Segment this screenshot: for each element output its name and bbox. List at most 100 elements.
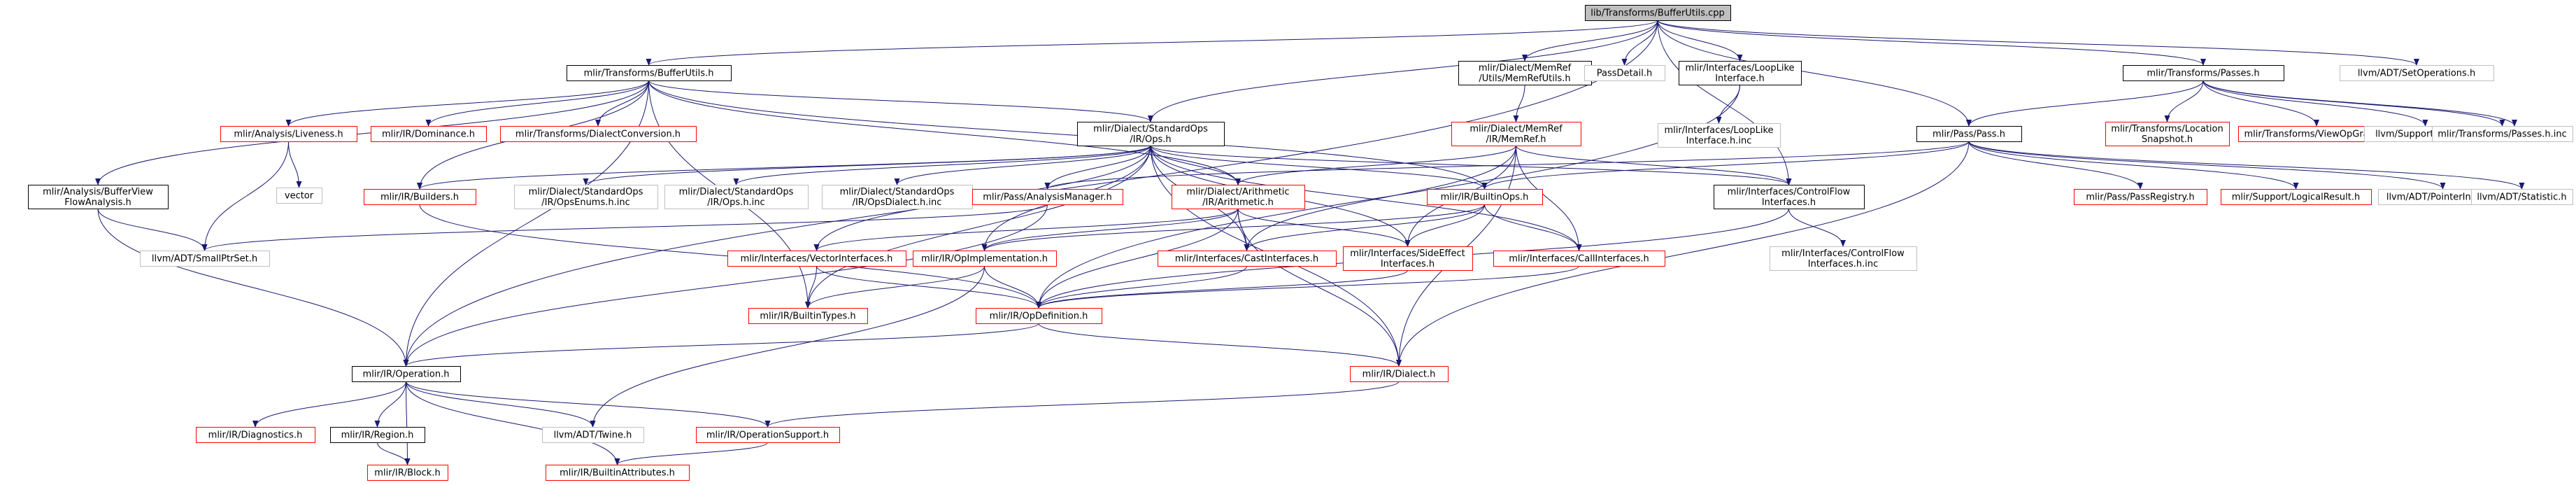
edge-pass-h-to-logicalresult-h (1968, 141, 2299, 190)
edge-memref-h-to-arithmetic-h (1235, 145, 1516, 185)
node-bufferutils-h[interactable]: mlir/Transforms/BufferUtils.h (567, 65, 732, 81)
node-builtinops-h[interactable]: mlir/IR/BuiltinOps.h (1427, 189, 1543, 205)
node-label: mlir/IR/Dominance.h (382, 129, 475, 140)
edge-operationsupport-h-to-builtinattributes-h (614, 442, 768, 465)
node-block-h[interactable]: mlir/IR/Block.h (367, 465, 448, 481)
node-label: PassDetail.h (1597, 69, 1652, 79)
node-castinterfaces-h[interactable]: mlir/Interfaces/CastInterfaces.h (1158, 251, 1337, 267)
node-box (1077, 122, 1225, 146)
node-label: FlowAnalysis.h (64, 197, 131, 208)
nodes-layer: lib/Transforms/BufferUtils.cpp mlir/Trans… (28, 5, 2573, 481)
edge-analysismanager-h-to-smallptrset-h (201, 204, 1048, 251)
node-passregistry-h[interactable]: mlir/Pass/PassRegistry.h (2074, 189, 2207, 205)
edge-passes-h-to-pass-h (1966, 80, 2204, 127)
node-label: mlir/IR/BuiltinOps.h (1441, 192, 1529, 203)
node-opimplementation-h[interactable]: mlir/IR/OpImplementation.h (913, 251, 1057, 267)
edge-standardops-ops-h-to-builtintypes-h (805, 145, 1151, 309)
node-box (1427, 189, 1543, 205)
edge-root-to-looplike-h (1657, 20, 1743, 62)
node-arithmetic-h[interactable]: mlir/Dialect/Arithmetic/IR/Arithmetic.h (1172, 185, 1305, 209)
node-memref-h[interactable]: mlir/Dialect/MemRef/IR/MemRef.h (1451, 122, 1581, 146)
node-label: mlir/Analysis/BufferView (43, 187, 153, 197)
node-label: mlir/Transforms/DialectConversion.h (515, 129, 681, 140)
node-box (542, 427, 644, 443)
edge-root-to-passdetail-h (1621, 20, 1658, 66)
edge-liveness-h-to-smallptrset-h (201, 141, 289, 251)
edge-builtinops-h-to-castinterfaces-h (1244, 204, 1485, 251)
node-opdefinition-h[interactable]: mlir/IR/OpDefinition.h (976, 308, 1102, 324)
node-box (1458, 61, 1592, 85)
node-analysismanager-h[interactable]: mlir/Pass/AnalysisManager.h (972, 189, 1123, 205)
edge-passes-h-to-viewopgraph-h (2203, 80, 2319, 127)
node-pass-h[interactable]: mlir/Pass/Pass.h (1916, 126, 2022, 142)
node-box (913, 251, 1057, 267)
edge-opdefinition-h-to-operation-h (403, 323, 1039, 367)
node-builtintypes-h[interactable]: mlir/IR/BuiltinTypes.h (748, 308, 868, 324)
edge-root-to-setoperations-h (1657, 20, 2419, 66)
node-box (1493, 251, 1665, 267)
node-diagnostics-h[interactable]: mlir/IR/Diagnostics.h (196, 427, 315, 443)
node-label: mlir/Interfaces/SideEffect (1350, 248, 1465, 259)
node-dominance-h[interactable]: mlir/IR/Dominance.h (371, 126, 487, 142)
node-standardops-ops-h[interactable]: mlir/Dialect/StandardOps/IR/Ops.h (1077, 122, 1225, 146)
edge-root-to-controlflow-h (1657, 20, 1792, 185)
node-viewopgraph-h[interactable]: mlir/Transforms/ViewOpGraph.h (2238, 126, 2396, 142)
node-operation-h[interactable]: mlir/IR/Operation.h (352, 366, 461, 382)
node-label: mlir/Transforms/ViewOpGraph.h (2244, 129, 2389, 140)
node-passes-h[interactable]: mlir/Transforms/Passes.h (2123, 65, 2284, 81)
edge-standardops-ops-h-to-opsenums-inc (583, 145, 1151, 185)
edge-bufferutils-h-to-standardops-ops-h (648, 80, 1153, 122)
node-label: mlir/Transforms/Location (2111, 124, 2223, 134)
node-region-h[interactable]: mlir/IR/Region.h (330, 427, 425, 443)
edge-opdefinition-h-to-dialect-h (1038, 323, 1402, 367)
node-box (2105, 122, 2230, 146)
node-box (2123, 65, 2284, 81)
node-box (976, 308, 1102, 324)
edge-looplike-h-to-looplike-inc (1716, 84, 1740, 124)
node-dialect-h[interactable]: mlir/IR/Dialect.h (1350, 366, 1449, 382)
edge-liveness-h-to-vector (288, 141, 302, 188)
node-builders-h[interactable]: mlir/IR/Builders.h (364, 189, 476, 205)
node-memrefutils-h[interactable]: mlir/Dialect/MemRef/Utils/MemRefUtils.h (1458, 61, 1592, 85)
node-label: mlir/IR/Builders.h (380, 192, 459, 203)
node-box (352, 366, 461, 382)
node-label: llvm/ADT/Twine.h (554, 430, 632, 441)
node-dialectconversion-h[interactable]: mlir/Transforms/DialectConversion.h (500, 126, 697, 142)
node-label: vector (285, 191, 314, 202)
node-label: mlir/Transforms/Passes.h (2147, 69, 2259, 79)
node-box (1172, 185, 1305, 209)
node-root[interactable]: lib/Transforms/BufferUtils.cpp (1585, 5, 1731, 21)
node-callinterfaces-h[interactable]: mlir/Interfaces/CallInterfaces.h (1493, 251, 1665, 267)
node-operationsupport-h[interactable]: mlir/IR/OperationSupport.h (696, 427, 840, 443)
edge-bufferutils-h-to-builtinops-h (648, 80, 1488, 190)
edge-root-to-bufferutils-h (646, 20, 1658, 66)
node-liveness-h[interactable]: mlir/Analysis/Liveness.h (220, 126, 357, 142)
node-label: mlir/Interfaces/LoopLike (1664, 125, 1773, 136)
node-vectorinterfaces-h[interactable]: mlir/Interfaces/VectorInterfaces.h (727, 251, 906, 267)
node-box (1585, 5, 1731, 21)
node-builtinattributes-h[interactable]: mlir/IR/BuiltinAttributes.h (546, 465, 690, 481)
edge-passes-h-to-location-snapshot-h (2164, 80, 2204, 122)
edge-standardops-ops-h-to-analysismanager-h (1044, 145, 1151, 190)
node-label: Interfaces.h (1762, 197, 1816, 208)
node-box (1343, 246, 1473, 271)
node-box (664, 185, 809, 209)
node-box (1158, 251, 1337, 267)
edge-castinterfaces-h-to-opdefinition-h (1036, 265, 1247, 309)
node-smallptrset-h: llvm/ADT/SmallPtrSet.h (140, 251, 270, 267)
node-label: mlir/Transforms/BufferUtils.h (584, 69, 714, 79)
edge-bufferview-h-to-smallptrset-h (97, 208, 208, 251)
node-logicalresult-h[interactable]: mlir/Support/LogicalResult.h (2221, 189, 2372, 205)
node-label: mlir/Dialect/Arithmetic (1186, 187, 1289, 197)
edge-standardops-ops-h-to-controlflow-h (1150, 145, 1792, 185)
node-box (28, 185, 169, 209)
node-box (364, 189, 476, 205)
node-label: mlir/Transforms/Passes.h.inc (2438, 129, 2566, 140)
node-box (2432, 126, 2573, 142)
edge-builtinops-h-to-opimplementation-h (981, 204, 1485, 251)
